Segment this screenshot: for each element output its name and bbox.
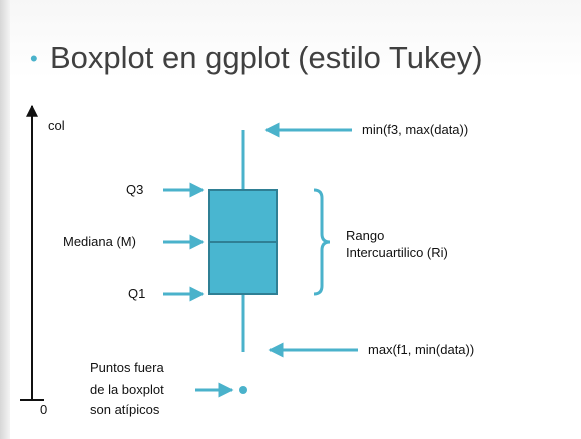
slide-edge (0, 0, 10, 439)
outliers-label-line2: de la boxplot (90, 382, 164, 397)
q3-label: Q3 (126, 182, 144, 197)
upper-whisker-label: min(f3, max(data)) (362, 122, 469, 137)
title-bullet: • (30, 46, 38, 71)
lower-whisker-label: max(f1, min(data)) (368, 342, 475, 357)
outlier-point (239, 386, 247, 394)
origin-label: 0 (40, 402, 48, 417)
page-title: Boxplot en ggplot (estilo Tukey) (50, 40, 483, 75)
iqr-label-line1: Rango (346, 228, 385, 243)
y-axis-label: col (48, 118, 65, 133)
iqr-label-line2: Intercuartilico (Ri) (346, 245, 448, 260)
outliers-label-line3: son atípicos (90, 402, 160, 417)
median-label: Mediana (M) (63, 234, 136, 249)
iqr-bracket (313, 188, 331, 296)
outliers-label-line1: Puntos fuera (90, 360, 164, 375)
q1-label: Q1 (128, 286, 146, 301)
